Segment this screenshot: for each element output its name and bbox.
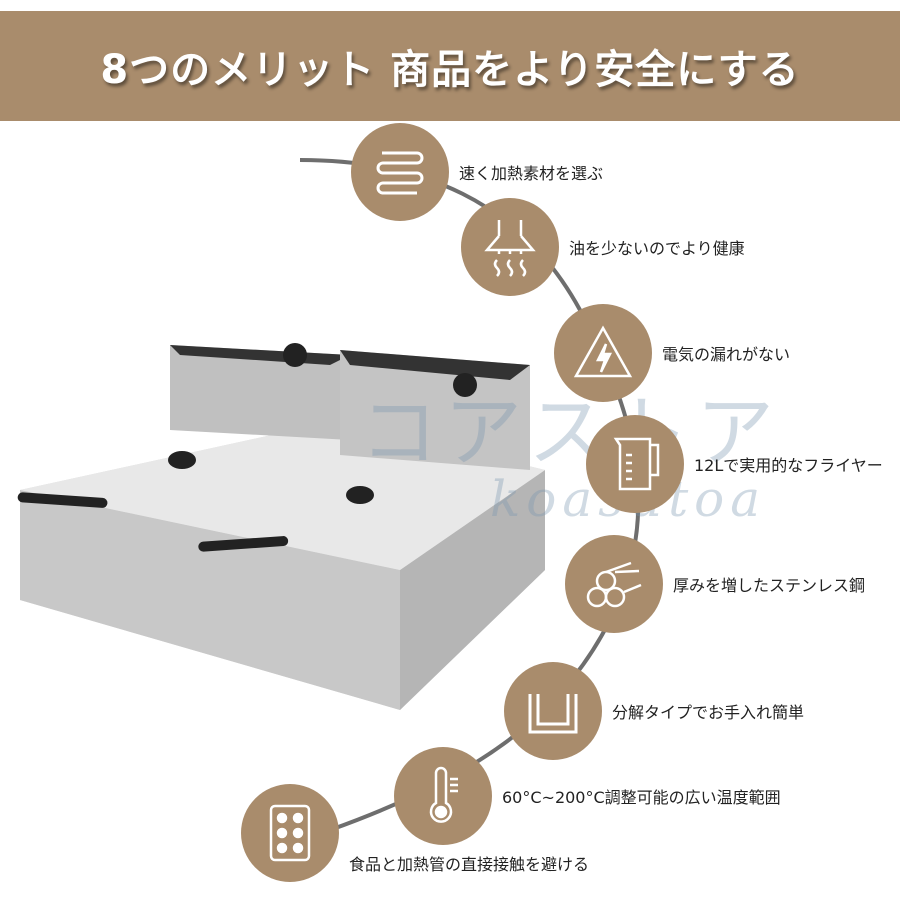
feature-label: 12Lで実用的なフライヤー: [694, 456, 883, 475]
double-deep-fryer-image: [17, 343, 545, 710]
electric-warning-icon: [554, 304, 652, 402]
feature-less-oil: 油を少ないのでより健康: [461, 198, 745, 296]
feature-label: 厚みを増したステンレス鋼: [673, 576, 866, 595]
feature-label: 電気の漏れがない: [662, 345, 791, 364]
title-banner: 8つのメリット 商品をより安全にする: [0, 11, 900, 121]
banner-title: 8つのメリット 商品をより安全にする: [100, 47, 800, 93]
steel-pipes-icon: [565, 535, 663, 633]
feature-no-leakage: 電気の漏れがない: [554, 304, 790, 402]
feature-label: 食品と加熱管の直接接触を避ける: [349, 855, 590, 874]
detachable-tank-icon: [504, 662, 602, 760]
feature-no-direct-contact: 食品と加熱管の直接接触を避ける: [241, 784, 589, 882]
range-hood-icon: [461, 198, 559, 296]
watermark-text: コアストア: [360, 388, 781, 478]
heating-coil-icon: [351, 123, 449, 221]
feature-label: 60°C~200°C調整可能の広い温度範囲: [502, 788, 781, 807]
thermometer-icon: [394, 747, 492, 845]
measuring-jug-icon: [586, 415, 684, 513]
feature-stainless-steel: 厚みを増したステンレス鋼: [565, 535, 865, 633]
heating-tube-panel-icon: [241, 784, 339, 882]
feature-capacity: 12Lで実用的なフライヤー: [586, 415, 883, 513]
feature-label: 分解タイプでお手入れ簡単: [612, 703, 805, 722]
feature-label: 油を少ないのでより健康: [569, 239, 745, 258]
feature-easy-cleaning: 分解タイプでお手入れ簡単: [504, 662, 804, 760]
feature-temperature-range: 60°C~200°C調整可能の広い温度範囲: [394, 747, 781, 845]
feature-fast-heating: 速く加熱素材を選ぶ: [351, 123, 603, 221]
feature-label: 速く加熱素材を選ぶ: [459, 164, 604, 183]
